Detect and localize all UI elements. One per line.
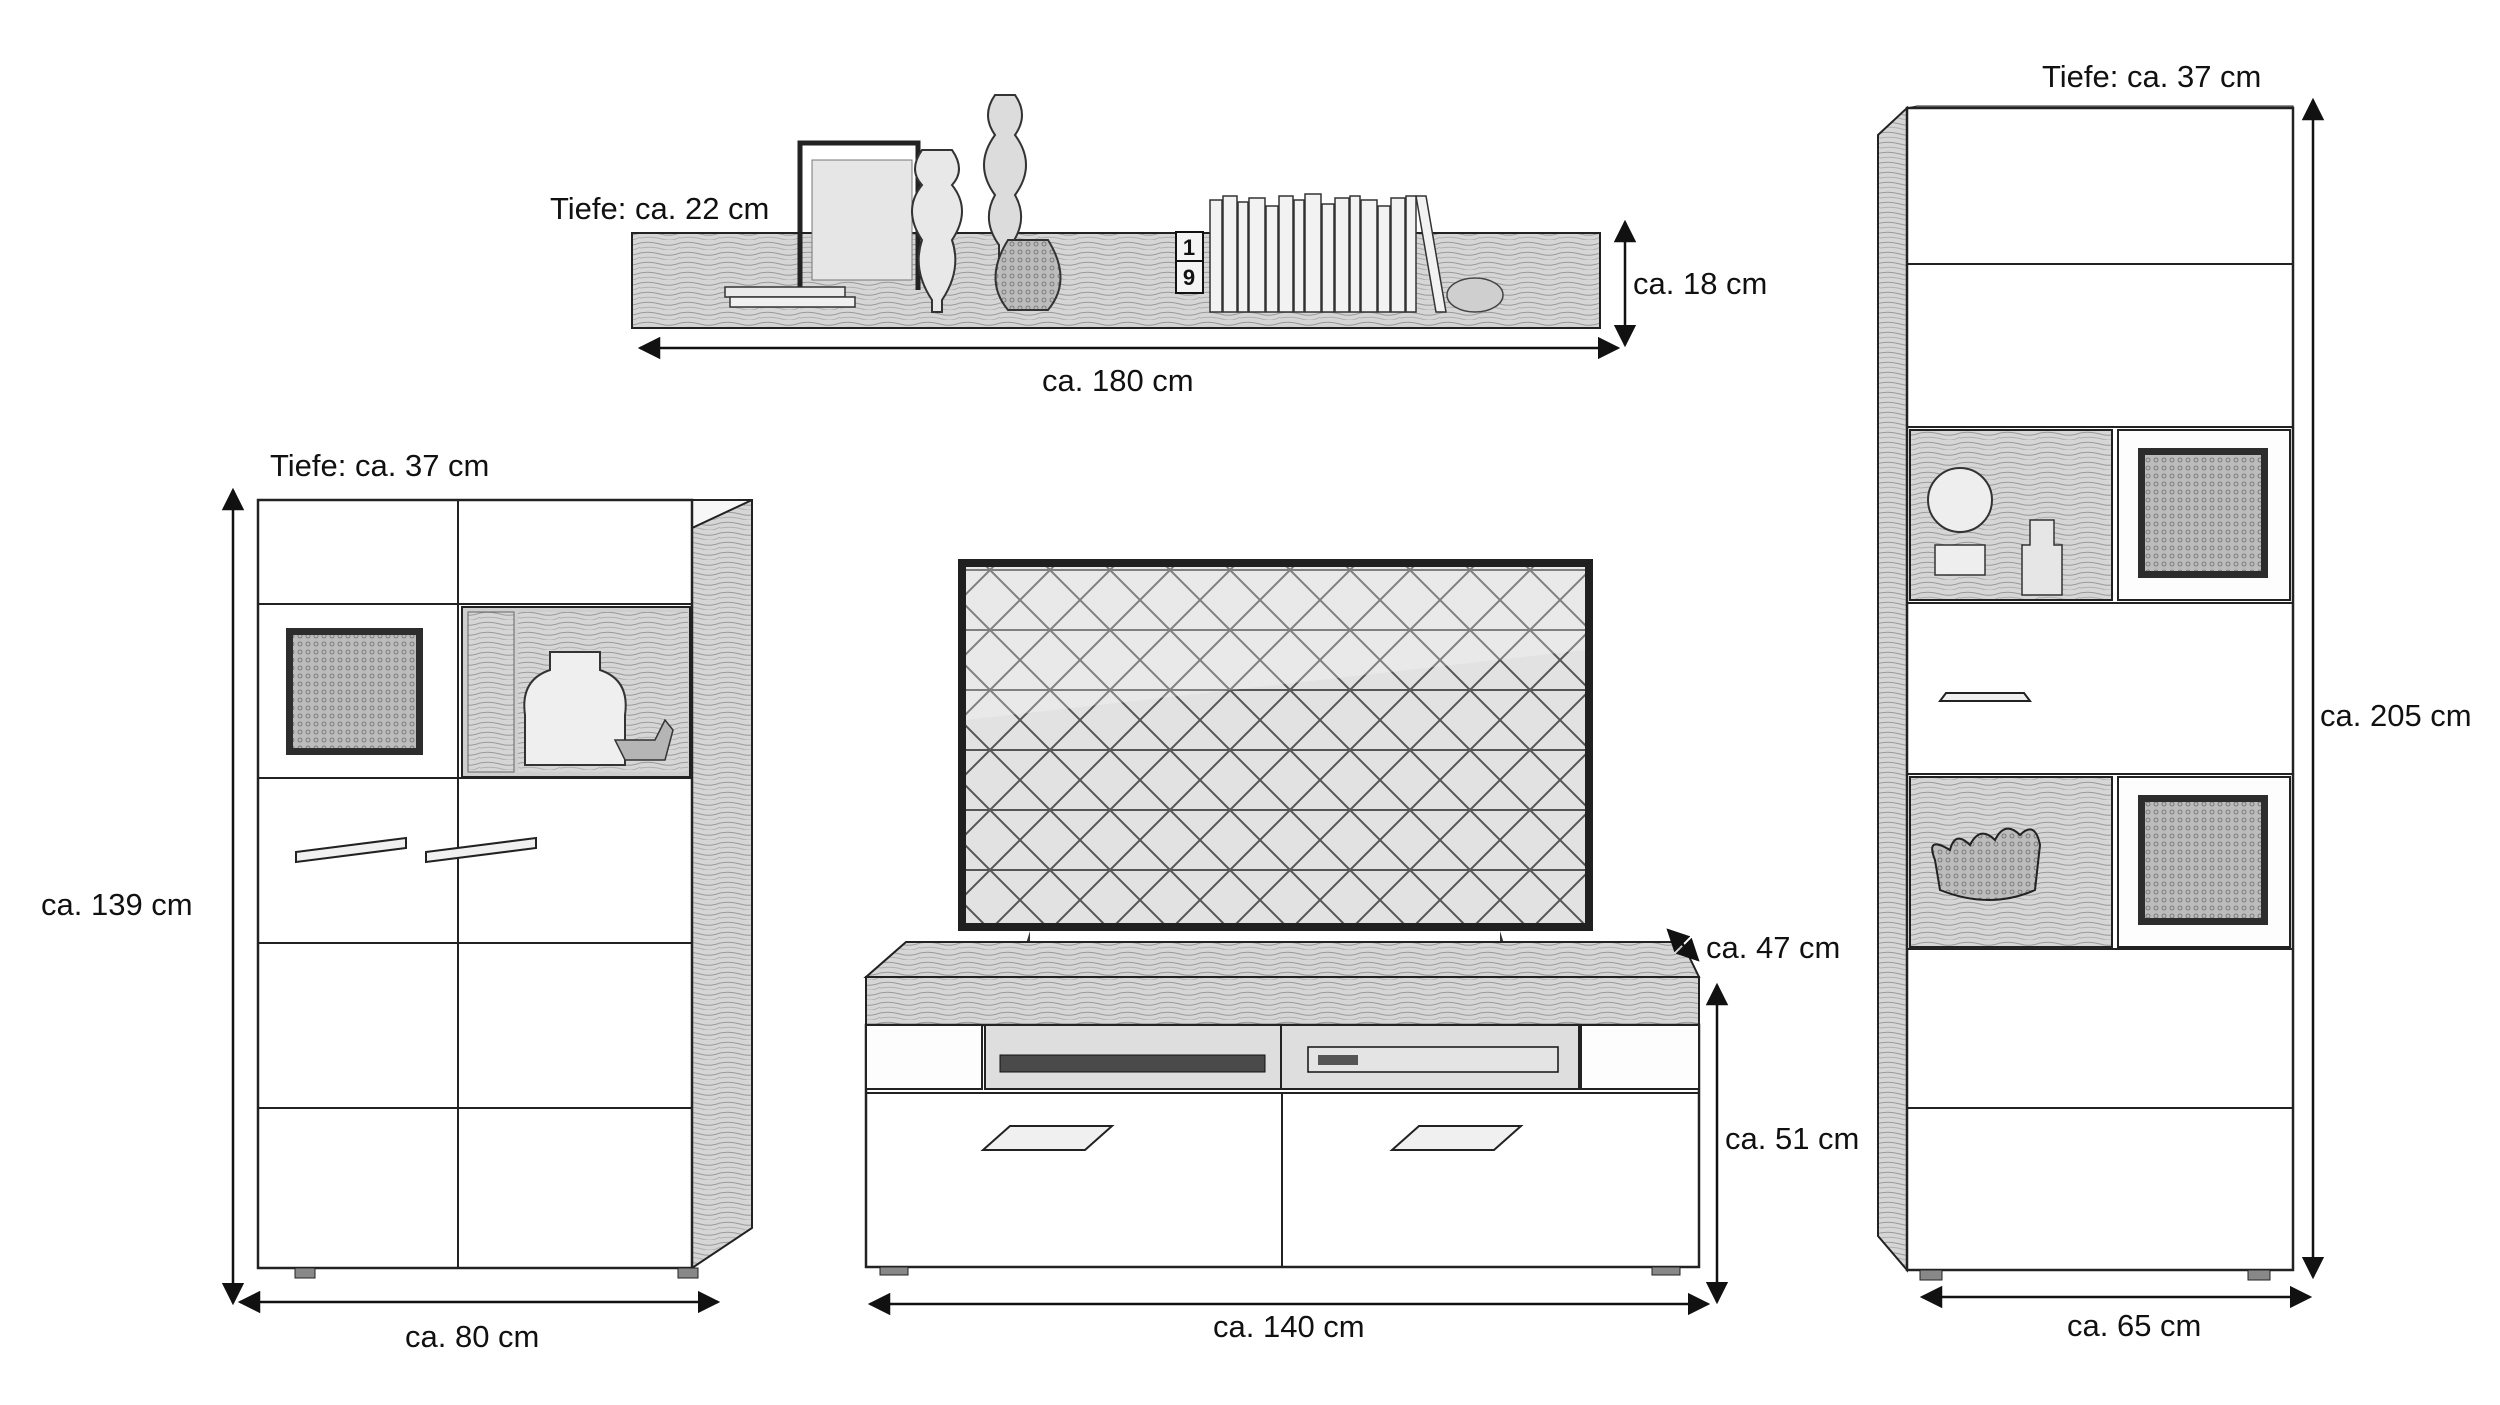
tv-board-width-label: ca. 140 cm [1213,1309,1365,1344]
highboard-handle-right [425,836,537,864]
tall-cabinet [1877,105,2295,1281]
digit-clock-decor: 1 9 [1175,231,1204,294]
standing-books [1209,193,1447,313]
tv-board [863,941,1701,1276]
decor-bowl [1931,827,2042,901]
tv-board-depth-arrow [1666,928,1700,962]
highboard-depth-label: Tiefe: ca. 37 cm [270,448,490,483]
highboard-handle-left [295,836,407,864]
media-receiver-device [999,1054,1266,1073]
highboard [256,498,753,1279]
tall-cabinet-height-label: ca. 205 cm [2320,698,2472,733]
tv-board-top [863,941,1701,978]
highboard-width-label: ca. 80 cm [405,1319,540,1354]
tall-cabinet-body [1905,106,2295,1272]
vase-decor [911,94,1062,313]
highboard-height-label: ca. 139 cm [41,887,193,922]
wall-shelf: 1 9 [631,94,1601,329]
clock-digit-top: 1 [1183,235,1195,260]
shelf-height-label: ca. 18 cm [1633,266,1768,301]
clock-digit-bottom: 9 [1183,265,1195,290]
shelf-width-label: ca. 180 cm [1042,363,1194,398]
glass-bottle-decor [523,651,627,766]
bottle-decor [2021,519,2063,596]
tv-board-height-label: ca. 51 cm [1725,1121,1860,1156]
tall-cabinet-side-panel [1877,105,1908,1273]
tv-board-handle-right [1389,1125,1524,1151]
lying-book [724,286,846,298]
tv-board-handle-left [980,1125,1115,1151]
lying-book [729,296,856,308]
shelf-knot-detail [1446,277,1504,313]
tall-cabinet-width-label: ca. 65 cm [2067,1308,2202,1343]
round-mirror-decor [1927,467,1993,533]
tv-screen [966,567,1585,923]
tv-board-depth-label: ca. 47 cm [1706,930,1841,965]
tall-cabinet-handle [1938,692,2032,702]
highboard-side-panel [691,499,753,1270]
shelf-board [631,232,1601,329]
figurine-decor [613,718,674,761]
television [958,559,1593,969]
shelf-depth-label: Tiefe: ca. 22 cm [550,191,770,226]
tall-cabinet-depth-label: Tiefe: ca. 37 cm [2042,59,2262,94]
picture-frame-decor [797,140,921,290]
